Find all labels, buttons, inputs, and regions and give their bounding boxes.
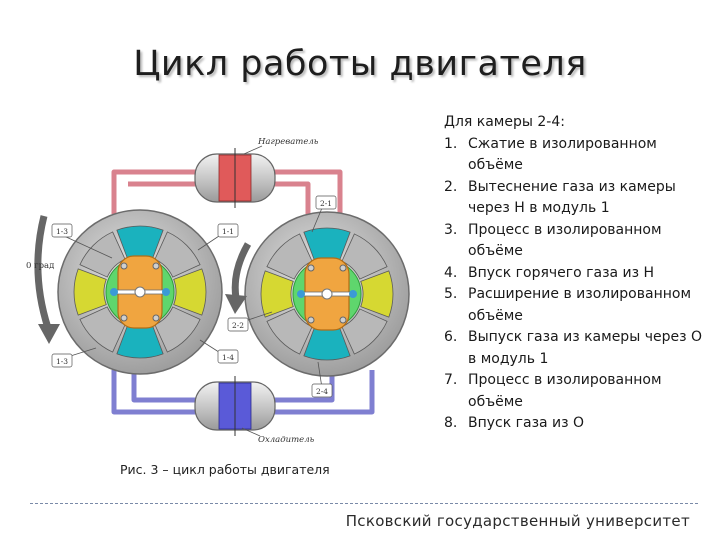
list-item: 2.Вытеснение газа из камеры через Н в мо… — [444, 178, 676, 217]
leader-line — [243, 145, 263, 155]
svg-text:1-3: 1-3 — [56, 227, 68, 236]
list-item: 1.Сжатие в изолированном объёме — [444, 135, 657, 174]
chamber-sector — [266, 308, 313, 355]
slide-title: Цикл работы двигателя — [133, 44, 587, 84]
chamber-sector — [154, 231, 201, 278]
chamber-label-1-3-top: 1-3 — [51, 223, 73, 238]
chamber-label-2-1: 2-1 — [315, 195, 337, 210]
chamber-sector — [79, 231, 126, 278]
chamber-sector — [266, 233, 313, 280]
cooler-label: Охладитель — [258, 435, 315, 445]
svg-text:1-4: 1-4 — [222, 353, 234, 362]
engine-cycle-figure: Нагреватель Охладитель 0 град 1-3 1-1 1-… — [22, 132, 442, 452]
cooler-unit — [194, 376, 276, 436]
chamber-sector — [173, 268, 207, 316]
chamber-sector — [360, 270, 394, 318]
chamber-label-2-4: 2-4 — [311, 383, 333, 398]
chamber-sector — [154, 306, 201, 353]
list-item: 6.Выпуск газа из камеры через О в модуль… — [444, 329, 703, 367]
engine-diagram: Нагреватель Охладитель 0 град 1-3 1-1 1-… — [26, 137, 410, 445]
leader-line — [241, 427, 261, 437]
chamber-sector — [73, 268, 107, 316]
chamber-sector — [260, 270, 294, 318]
svg-text:2-1: 2-1 — [320, 199, 332, 208]
rotation-arrow-left — [34, 215, 52, 330]
chamber-sector — [341, 308, 388, 355]
footer-university: Псковский государственный университет — [345, 512, 690, 530]
svg-text:2-4: 2-4 — [316, 387, 328, 396]
engine-module-left — [57, 209, 223, 375]
sector-ring-left — [73, 225, 207, 359]
footer-divider — [30, 503, 698, 504]
zero-angle-label: 0 град — [26, 261, 54, 271]
chamber-label-1-1: 1-1 — [217, 223, 239, 238]
cold-pipes — [111, 370, 375, 415]
engine-module-right — [244, 211, 410, 377]
chamber-label-1-4: 1-4 — [217, 349, 239, 364]
svg-text:1-1: 1-1 — [222, 227, 234, 236]
list-item: 8.Впуск газа из О — [444, 415, 585, 431]
figure-caption: Рис. 3 – цикл работы двигателя — [120, 462, 330, 477]
sector-ring-right — [260, 227, 394, 361]
list-item: 4.Впуск горячего газа из Н — [444, 264, 655, 281]
chamber-sector — [79, 306, 126, 353]
chamber-sector — [341, 233, 388, 280]
steps-heading: Для камеры 2-4: — [444, 114, 565, 130]
rotation-arrow-mid — [231, 242, 252, 299]
svg-text:1-3: 1-3 — [56, 357, 68, 366]
rotation-arrowhead-left — [38, 324, 60, 344]
heater-unit — [194, 148, 276, 208]
heater-label: Нагреватель — [257, 137, 319, 147]
list-item: 3.Процесс в изолированном объёме — [444, 221, 662, 260]
steps-list: 1.Сжатие в изолированном объёме 2.Вытесн… — [444, 134, 714, 435]
leader-line — [63, 235, 113, 259]
leader-line — [311, 207, 323, 233]
chamber-label-2-2: 2-2 — [227, 317, 249, 332]
svg-text:2-2: 2-2 — [232, 321, 244, 330]
leader-line — [197, 233, 223, 251]
chamber-label-1-3-bottom: 1-3 — [51, 353, 73, 368]
list-item: 5.Расширение в изолированном объёме — [444, 286, 692, 324]
process-steps-panel: Для камеры 2-4: 1.Сжатие в изолированном… — [444, 112, 714, 435]
hot-pipes — [111, 169, 343, 214]
rotation-arrowhead-mid — [225, 294, 247, 314]
list-item: 7.Процесс в изолированном объёме — [444, 372, 662, 410]
